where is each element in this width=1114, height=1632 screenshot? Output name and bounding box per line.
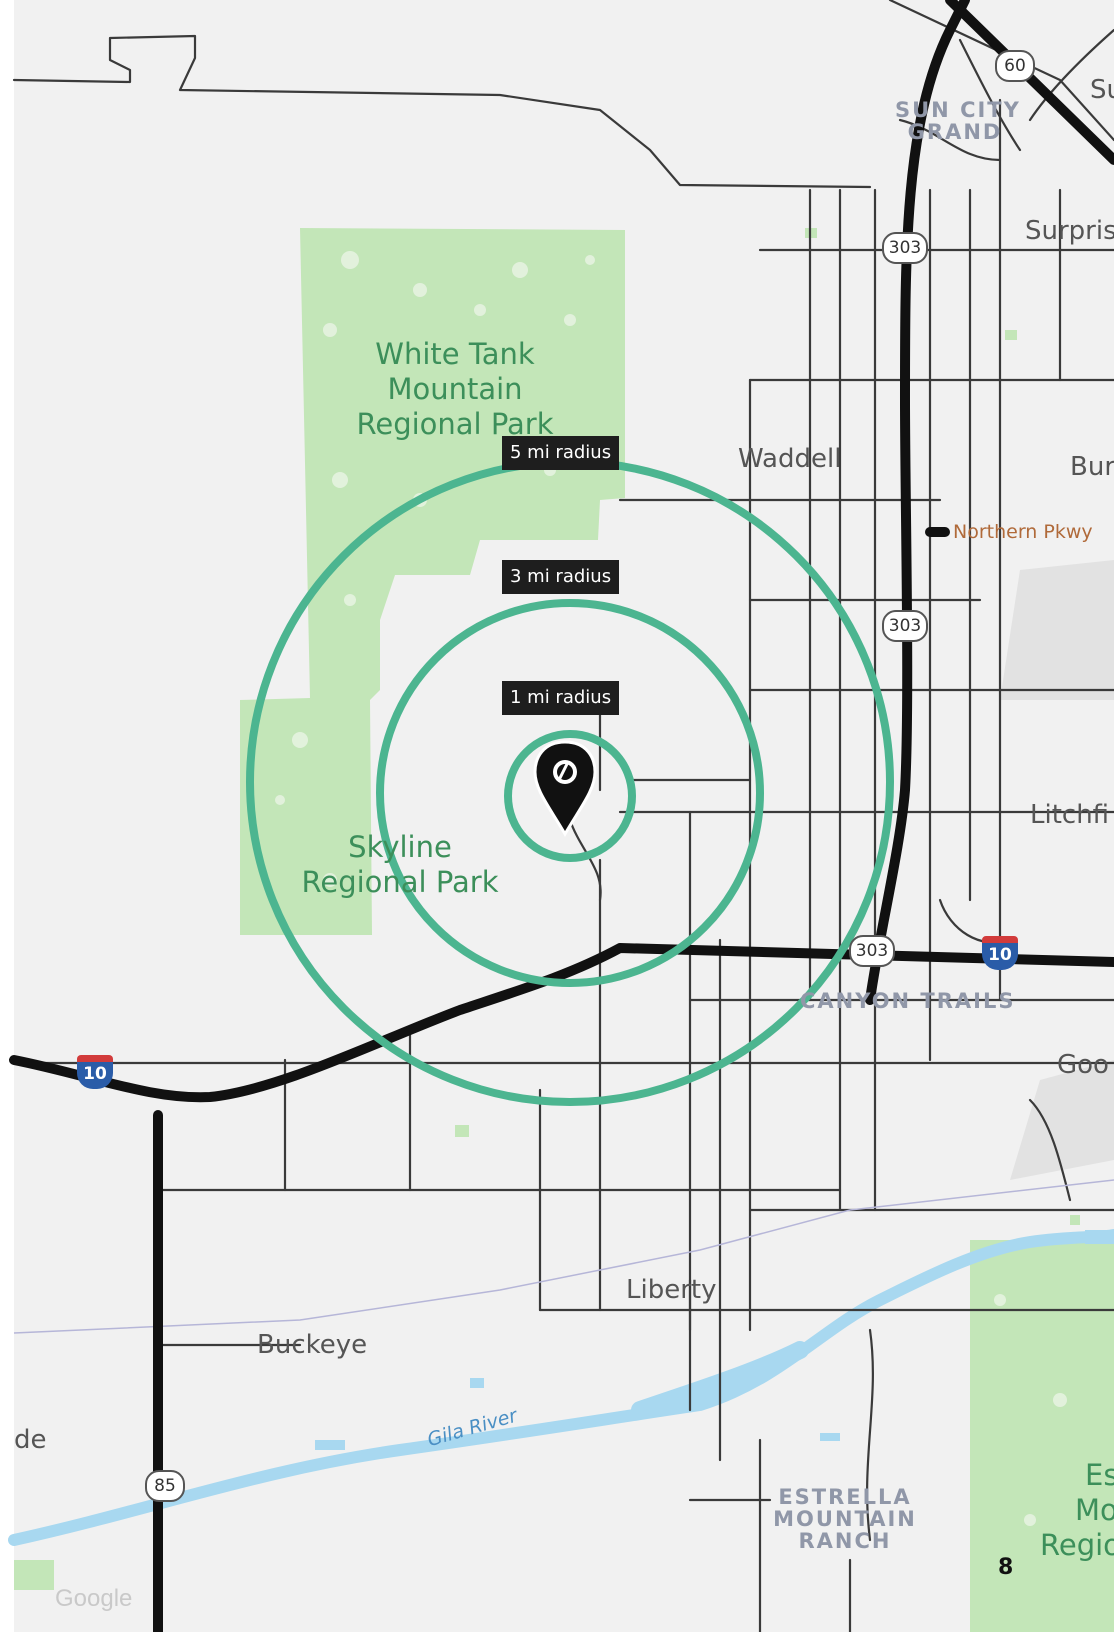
- town-label-waddell: Waddell: [738, 444, 842, 474]
- route-shield-85: 85: [145, 1470, 185, 1502]
- town-label-buckeye: Buckeye: [257, 1330, 368, 1360]
- district-label-sun-city-grand: SUN CITY GRAND: [895, 98, 1021, 144]
- page-number: 8: [998, 1555, 1014, 1580]
- interstate-shield-number: 10: [982, 943, 1018, 970]
- park-texture: [275, 251, 1067, 1526]
- town-label-liberty: Liberty: [626, 1275, 717, 1305]
- road-label-northern-pkwy: Northern Pkwy: [953, 521, 1093, 543]
- park-label-line: White Tank: [375, 337, 535, 371]
- boundary-line: [13, 1179, 1114, 1334]
- highway-us60: [945, 0, 1114, 165]
- interstate-shield-10-east: 10: [982, 936, 1018, 970]
- town-label-left-edge: de: [14, 1425, 47, 1455]
- radius-label-1mi: 1 mi radius: [502, 681, 620, 715]
- radius-label-3mi: 3 mi radius: [502, 560, 620, 594]
- route-shield-303-north: 303: [882, 232, 928, 264]
- radius-circle-3mi: [376, 599, 764, 987]
- radius-label-5mi: 5 mi radius: [502, 436, 620, 470]
- radius-circle-1mi: [504, 730, 636, 862]
- town-label-goodyear: Goo: [1057, 1050, 1109, 1080]
- town-label-litchfield: Litchfi: [1030, 800, 1110, 830]
- district-label-canyon-trails: CANYON TRAILS: [800, 989, 1016, 1013]
- district-label-line: ESTRELLA: [778, 1485, 912, 1509]
- park-label-skyline: Skyline Regional Park: [290, 830, 510, 900]
- park-label-line: Mountain: [387, 372, 523, 406]
- google-logo: Google: [55, 1585, 133, 1612]
- district-label-line: GRAND: [907, 120, 1003, 144]
- town-label-bur: Bur: [1070, 452, 1114, 482]
- park-label-line: Regional Park: [301, 865, 499, 899]
- district-label-line: SUN CITY: [895, 98, 1021, 122]
- route-shield-303-south: 303: [849, 935, 895, 967]
- park-label-estrella: Es Mo Regio: [1040, 1458, 1114, 1563]
- water: [8, 1229, 1114, 1546]
- park-label-line: Skyline: [348, 830, 452, 864]
- park-label-line: Es: [1085, 1458, 1114, 1492]
- route-shield-60: 60: [995, 50, 1035, 82]
- water-patches: [315, 1230, 1114, 1450]
- town-label-su: Su: [1090, 75, 1114, 105]
- park-label-line: Mo: [1075, 1493, 1114, 1527]
- location-pin-icon[interactable]: [533, 740, 597, 838]
- park-label-line: Regio: [1040, 1528, 1114, 1562]
- highway-sr303: [865, 0, 970, 1005]
- district-label-estrella-mountain-ranch: ESTRELLA MOUNTAIN RANCH: [770, 1486, 920, 1552]
- interstate-shield-10-west: 10: [77, 1055, 113, 1089]
- district-label-line: MOUNTAIN: [773, 1507, 917, 1531]
- minor-roads: [12, 0, 1114, 1632]
- interstate-shield-number: 10: [77, 1062, 113, 1089]
- park-areas: [14, 228, 1114, 1632]
- district-label-line: RANCH: [798, 1529, 892, 1553]
- park-label-white-tank: White Tank Mountain Regional Park: [345, 337, 565, 442]
- town-label-surprise: Surpris: [1025, 216, 1114, 246]
- route-shield-303-mid: 303: [882, 610, 928, 642]
- park-label-line: Regional Park: [356, 407, 554, 441]
- urban-areas: [1000, 560, 1114, 1180]
